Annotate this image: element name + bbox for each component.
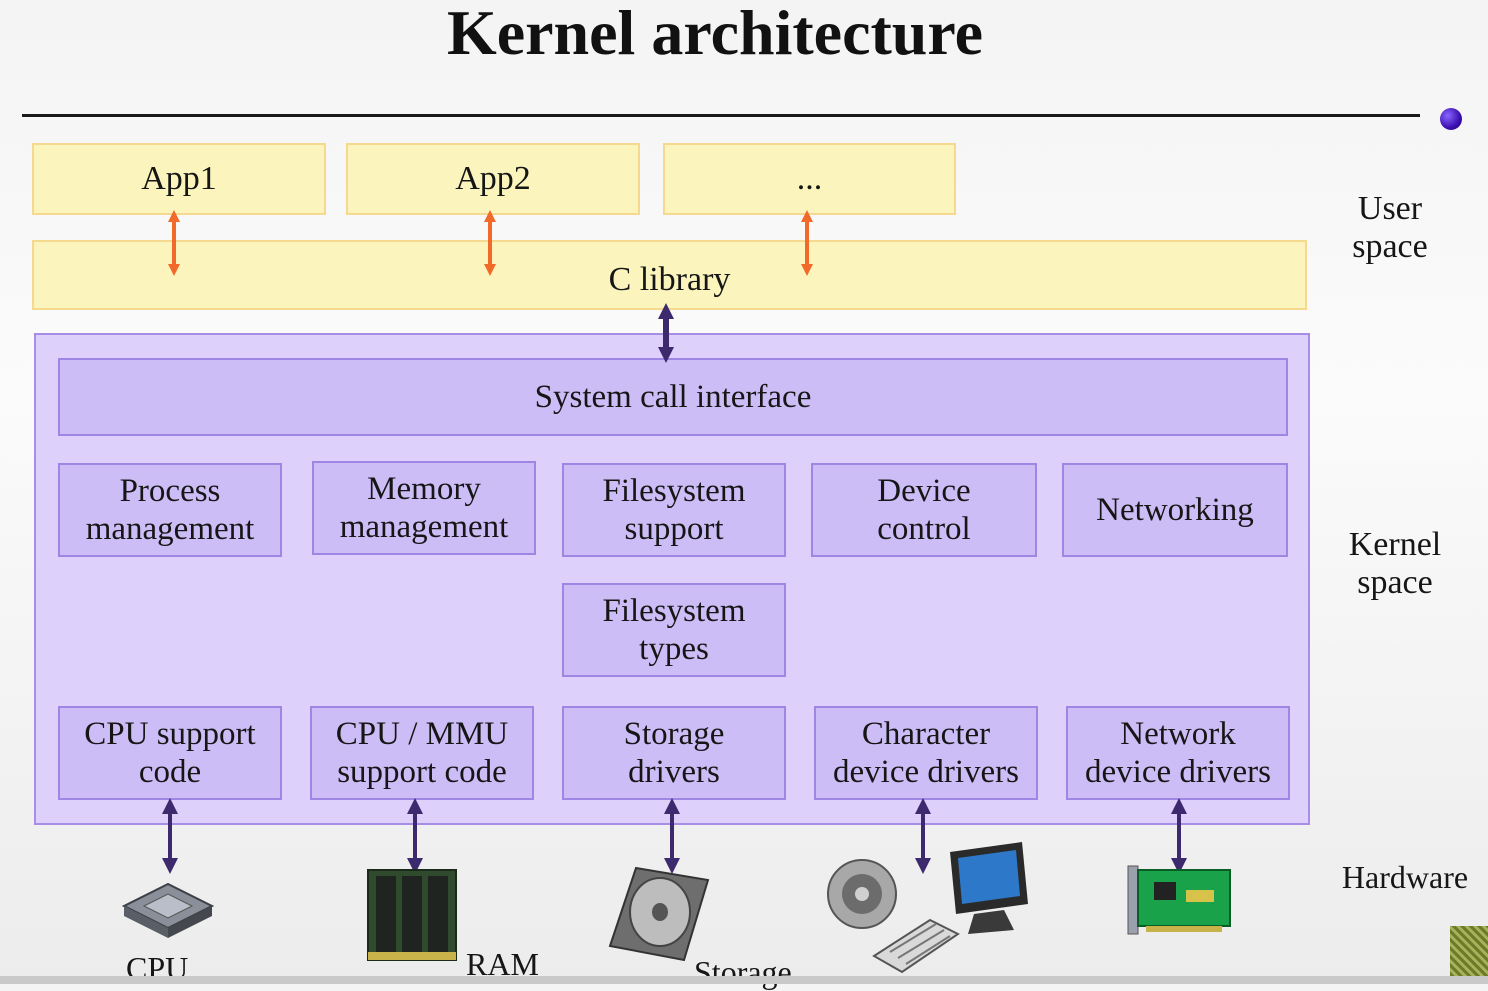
app2-box: App2 [346,143,640,215]
app-more-label: ... [796,160,823,197]
device-control-box: Device control [811,463,1037,557]
cpu-mmu-support-code-box: CPU / MMU support code [310,706,534,800]
network-device-drivers-box: Network device drivers [1066,706,1290,800]
kernel-space-label: Kernel space [1348,526,1442,601]
networking-box: Networking [1062,463,1288,557]
network-device-drivers-label: Network device drivers [1085,716,1271,790]
ram-module-icon [367,869,457,961]
bottom-strip [0,976,1488,984]
cpu-mmu-support-code-label: CPU / MMU support code [335,716,509,790]
speaker-icon [827,859,897,929]
memory-management-label: Memory management [339,471,509,545]
cpu-support-code-label: CPU support code [84,716,256,790]
corner-pattern [1450,926,1488,984]
c-library-box: C library [32,240,1307,310]
filesystem-types-label: Filesystem types [602,593,746,667]
system-call-interface-box: System call interface [58,358,1288,436]
storage-drivers-box: Storage drivers [562,706,786,800]
kernel-space-panel: System call interface Process management… [34,333,1310,825]
slide-title: Kernel architecture [446,0,984,68]
app1-label: App1 [141,160,217,197]
device-control-label: Device control [877,473,971,547]
user-space-label: User space [1352,190,1428,265]
storage-disk-icon [608,866,710,962]
hardware-label: Hardware [1341,859,1469,895]
storage-drivers-label: Storage drivers [623,716,725,790]
filesystem-support-box: Filesystem support [562,463,786,557]
filesystem-types-box: Filesystem types [562,583,786,677]
storage-hardware-label: Storage [694,954,792,990]
process-management-box: Process management [58,463,282,557]
bullet-dot-icon [1440,108,1462,130]
cpu-chip-icon [121,882,215,938]
app2-label: App2 [455,160,531,197]
memory-management-box: Memory management [312,461,536,555]
app1-box: App1 [32,143,326,215]
character-device-drivers-box: Character device drivers [814,706,1038,800]
title-divider [22,114,1420,117]
system-call-interface-label: System call interface [534,379,812,415]
monitor-icon [950,842,1028,934]
networking-label: Networking [1096,492,1254,528]
filesystem-support-label: Filesystem support [602,473,746,547]
network-card-icon [1127,865,1231,935]
keyboard-icon [872,918,960,974]
c-library-label: C library [608,261,731,298]
app-more-box: ... [663,143,956,215]
process-management-label: Process management [85,473,255,547]
character-device-drivers-label: Character device drivers [833,716,1019,790]
